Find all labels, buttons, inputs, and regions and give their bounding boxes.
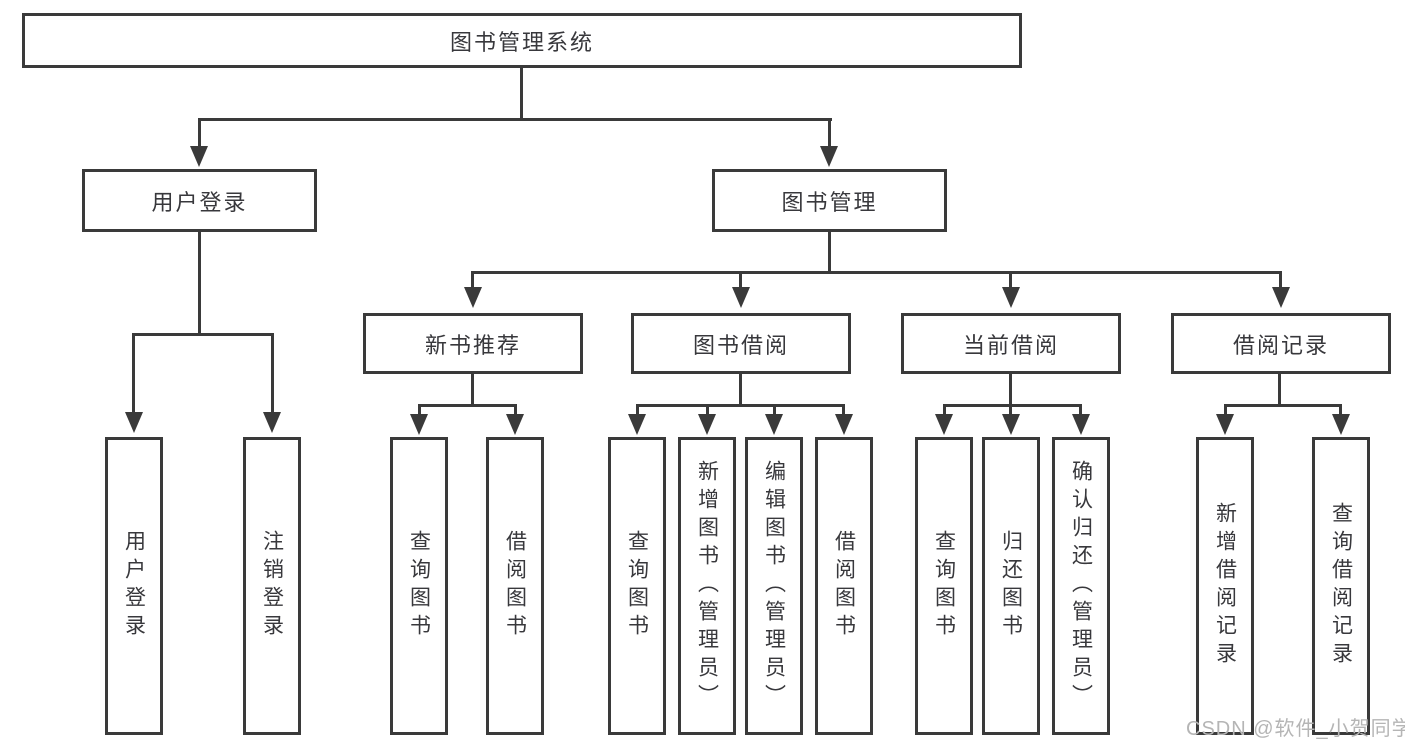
arrowhead-g2-leaf-2 — [698, 414, 716, 435]
connector-g4-rail — [1224, 404, 1342, 407]
leaf-query-books-current: 查询图书 — [915, 437, 973, 735]
arrowhead-borrow-records — [1272, 287, 1290, 308]
connector-drop-book-mgmt — [828, 118, 831, 148]
connector-drop-user-login — [198, 118, 201, 148]
arrowhead-book-mgmt — [820, 146, 838, 167]
arrowhead-g3-leaf-3 — [1072, 414, 1090, 435]
leaf-query-borrow-record: 查询借阅记录 — [1312, 437, 1370, 735]
arrowhead-g2-leaf-4 — [835, 414, 853, 435]
arrowhead-book-borrow — [732, 287, 750, 308]
arrowhead-leaf-logout — [263, 412, 281, 433]
node-borrow-records-label: 借阅记录 — [1232, 332, 1329, 358]
leaf-query-books-recommend: 查询图书 — [390, 437, 448, 735]
leaf-add-book-admin: 新增图书（管理员） — [678, 437, 736, 735]
connector-g3-drop-1 — [943, 404, 946, 416]
leaf-add-borrow-record-label: 新增借阅记录 — [1213, 502, 1237, 670]
leaf-query-books-borrow-label: 查询图书 — [625, 530, 649, 642]
node-user-login: 用户登录 — [82, 169, 317, 232]
arrowhead-g4-leaf-1 — [1216, 414, 1234, 435]
arrowhead-leaf-login — [125, 412, 143, 433]
connector-drop-leaf-logout — [271, 333, 274, 414]
connector-g3-drop-2 — [1009, 404, 1012, 416]
leaf-logout: 注销登录 — [243, 437, 301, 735]
node-book-mgmt: 图书管理 — [712, 169, 947, 232]
connector-g2-drop-2 — [706, 404, 709, 416]
node-root: 图书管理系统 — [22, 13, 1022, 68]
connector-user-login-stem — [198, 232, 201, 336]
connector-user-login-rail — [132, 333, 274, 336]
leaf-query-books-borrow: 查询图书 — [608, 437, 666, 735]
node-root-label: 图书管理系统 — [449, 29, 594, 55]
arrowhead-current-borrow — [1002, 287, 1020, 308]
connector-g2-drop-3 — [773, 404, 776, 416]
connector-level3-rail — [471, 271, 1282, 274]
leaf-borrow-books-recommend: 借阅图书 — [486, 437, 544, 735]
connector-g4-drop-1 — [1224, 404, 1227, 416]
connector-g1-drop-1 — [418, 404, 421, 416]
leaf-query-books-recommend-label: 查询图书 — [407, 530, 431, 642]
connector-g2-drop-1 — [636, 404, 639, 416]
leaf-borrow-books: 借阅图书 — [815, 437, 873, 735]
node-book-mgmt-label: 图书管理 — [781, 189, 878, 215]
leaf-return-book: 归还图书 — [982, 437, 1040, 735]
node-book-borrow: 图书借阅 — [631, 313, 851, 374]
node-new-book-recommend-label: 新书推荐 — [424, 332, 521, 358]
csdn-watermark: CSDN @软件_小贺同学 — [1186, 718, 1405, 740]
connector-g1-rail — [418, 404, 517, 407]
connector-g1-stem — [471, 374, 474, 406]
node-user-login-label: 用户登录 — [151, 189, 248, 215]
connector-root-stem — [520, 68, 523, 120]
connector-drop-leaf-login — [132, 333, 135, 414]
connector-g4-stem — [1278, 374, 1281, 406]
connector-g3-rail — [943, 404, 1082, 407]
leaf-edit-book-admin-label: 编辑图书（管理员） — [762, 460, 786, 712]
node-book-borrow-label: 图书借阅 — [692, 332, 789, 358]
connector-g3-drop-3 — [1079, 404, 1082, 416]
arrowhead-g3-leaf-2 — [1002, 414, 1020, 435]
node-borrow-records: 借阅记录 — [1171, 313, 1391, 374]
connector-g2-rail — [636, 404, 845, 407]
arrowhead-g2-leaf-1 — [628, 414, 646, 435]
leaf-add-book-admin-label: 新增图书（管理员） — [695, 460, 719, 712]
arrowhead-g1-leaf-1 — [410, 414, 428, 435]
connector-g4-drop-2 — [1339, 404, 1342, 416]
arrowhead-g1-leaf-2 — [506, 414, 524, 435]
connector-g2-stem — [739, 374, 742, 406]
leaf-query-borrow-record-label: 查询借阅记录 — [1329, 502, 1353, 670]
node-current-borrow: 当前借阅 — [901, 313, 1121, 374]
leaf-borrow-books-label: 借阅图书 — [832, 530, 856, 642]
connector-g3-stem — [1009, 374, 1012, 406]
arrowhead-g2-leaf-3 — [765, 414, 783, 435]
leaf-logout-label: 注销登录 — [260, 530, 284, 642]
node-new-book-recommend: 新书推荐 — [363, 313, 583, 374]
leaf-add-borrow-record: 新增借阅记录 — [1196, 437, 1254, 735]
leaf-confirm-return-admin-label: 确认归还（管理员） — [1069, 460, 1093, 712]
leaf-return-book-label: 归还图书 — [999, 530, 1023, 642]
leaf-query-books-current-label: 查询图书 — [932, 530, 956, 642]
leaf-confirm-return-admin: 确认归还（管理员） — [1052, 437, 1110, 735]
connector-level2-rail — [198, 118, 832, 121]
leaf-edit-book-admin: 编辑图书（管理员） — [745, 437, 803, 735]
leaf-borrow-books-recommend-label: 借阅图书 — [503, 530, 527, 642]
node-current-borrow-label: 当前借阅 — [962, 332, 1059, 358]
arrowhead-g4-leaf-2 — [1332, 414, 1350, 435]
arrowhead-g3-leaf-1 — [935, 414, 953, 435]
connector-drop-borrow-records — [1279, 271, 1282, 287]
connector-g1-drop-2 — [514, 404, 517, 416]
connector-book-mgmt-stem — [828, 232, 831, 274]
leaf-user-login: 用户登录 — [105, 437, 163, 735]
leaf-user-login-label: 用户登录 — [122, 530, 146, 642]
connector-drop-book-borrow — [739, 271, 742, 287]
arrowhead-new-book — [464, 287, 482, 308]
connector-g2-drop-4 — [842, 404, 845, 416]
connector-drop-new-book — [471, 271, 474, 287]
arrowhead-user-login — [190, 146, 208, 167]
connector-drop-current-borrow — [1009, 271, 1012, 287]
